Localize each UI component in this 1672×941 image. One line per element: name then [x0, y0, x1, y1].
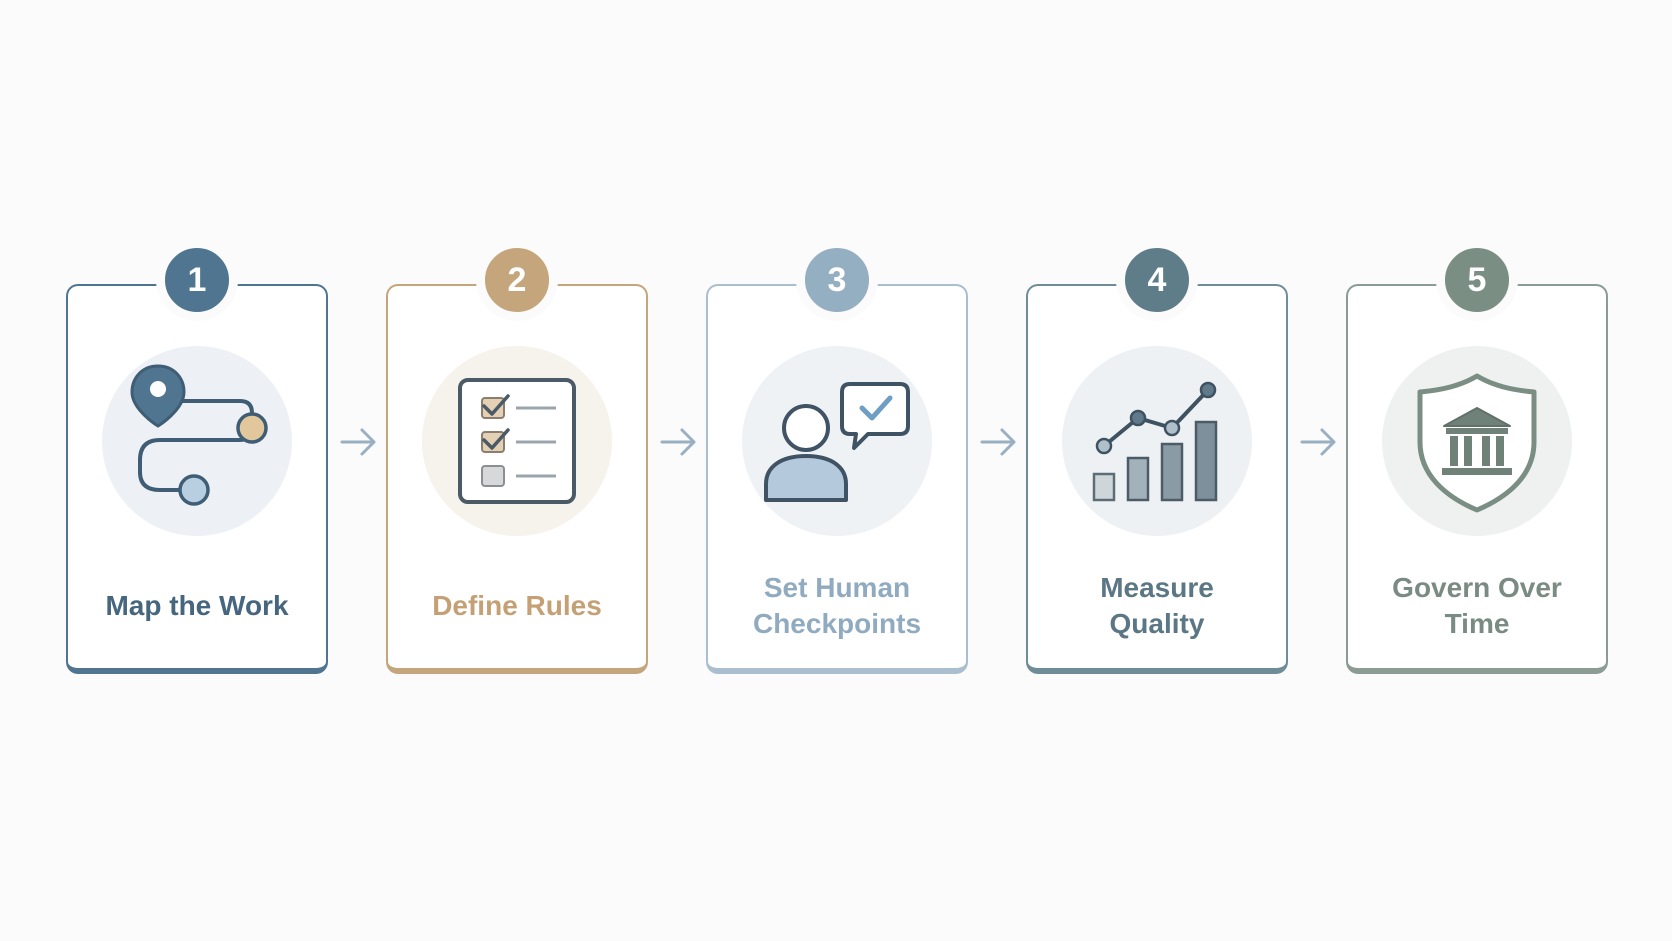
icon-circle [422, 346, 612, 536]
shield-institution-icon [1417, 373, 1537, 513]
icon-circle [1382, 346, 1572, 536]
step-number-badge: 1 [156, 239, 238, 321]
arrow-right-icon [658, 424, 700, 460]
step-label: Set Human Checkpoints [752, 572, 922, 639]
step-label: Define Rules [432, 590, 602, 621]
step-number-badge: 5 [1436, 239, 1518, 321]
route-map-icon [130, 364, 268, 506]
person-checkpoint-icon [764, 382, 910, 502]
arrow-right-icon [978, 424, 1020, 460]
step-1: 1 Map the Work [66, 239, 328, 674]
step-3: 3 Set Human Checkpoints [706, 239, 968, 674]
arrow-right-icon [1298, 424, 1340, 460]
step-2: 2 Define Rules [386, 239, 648, 674]
step-number-badge: 3 [796, 239, 878, 321]
icon-circle [102, 346, 292, 536]
icon-circle [1062, 346, 1252, 536]
checklist-icon [458, 378, 576, 504]
bar-line-chart-icon [1092, 381, 1218, 502]
step-number-badge: 4 [1116, 239, 1198, 321]
icon-circle [742, 346, 932, 536]
step-4: 4 Measure Quality [1026, 239, 1288, 674]
step-5: 5 Govern Over Time [1346, 239, 1608, 674]
step-label: Measure Quality [1100, 572, 1214, 639]
step-label: Map the Work [105, 590, 289, 621]
arrow-right-icon [338, 424, 380, 460]
step-label: Govern Over Time [1392, 572, 1562, 639]
step-number-badge: 2 [476, 239, 558, 321]
